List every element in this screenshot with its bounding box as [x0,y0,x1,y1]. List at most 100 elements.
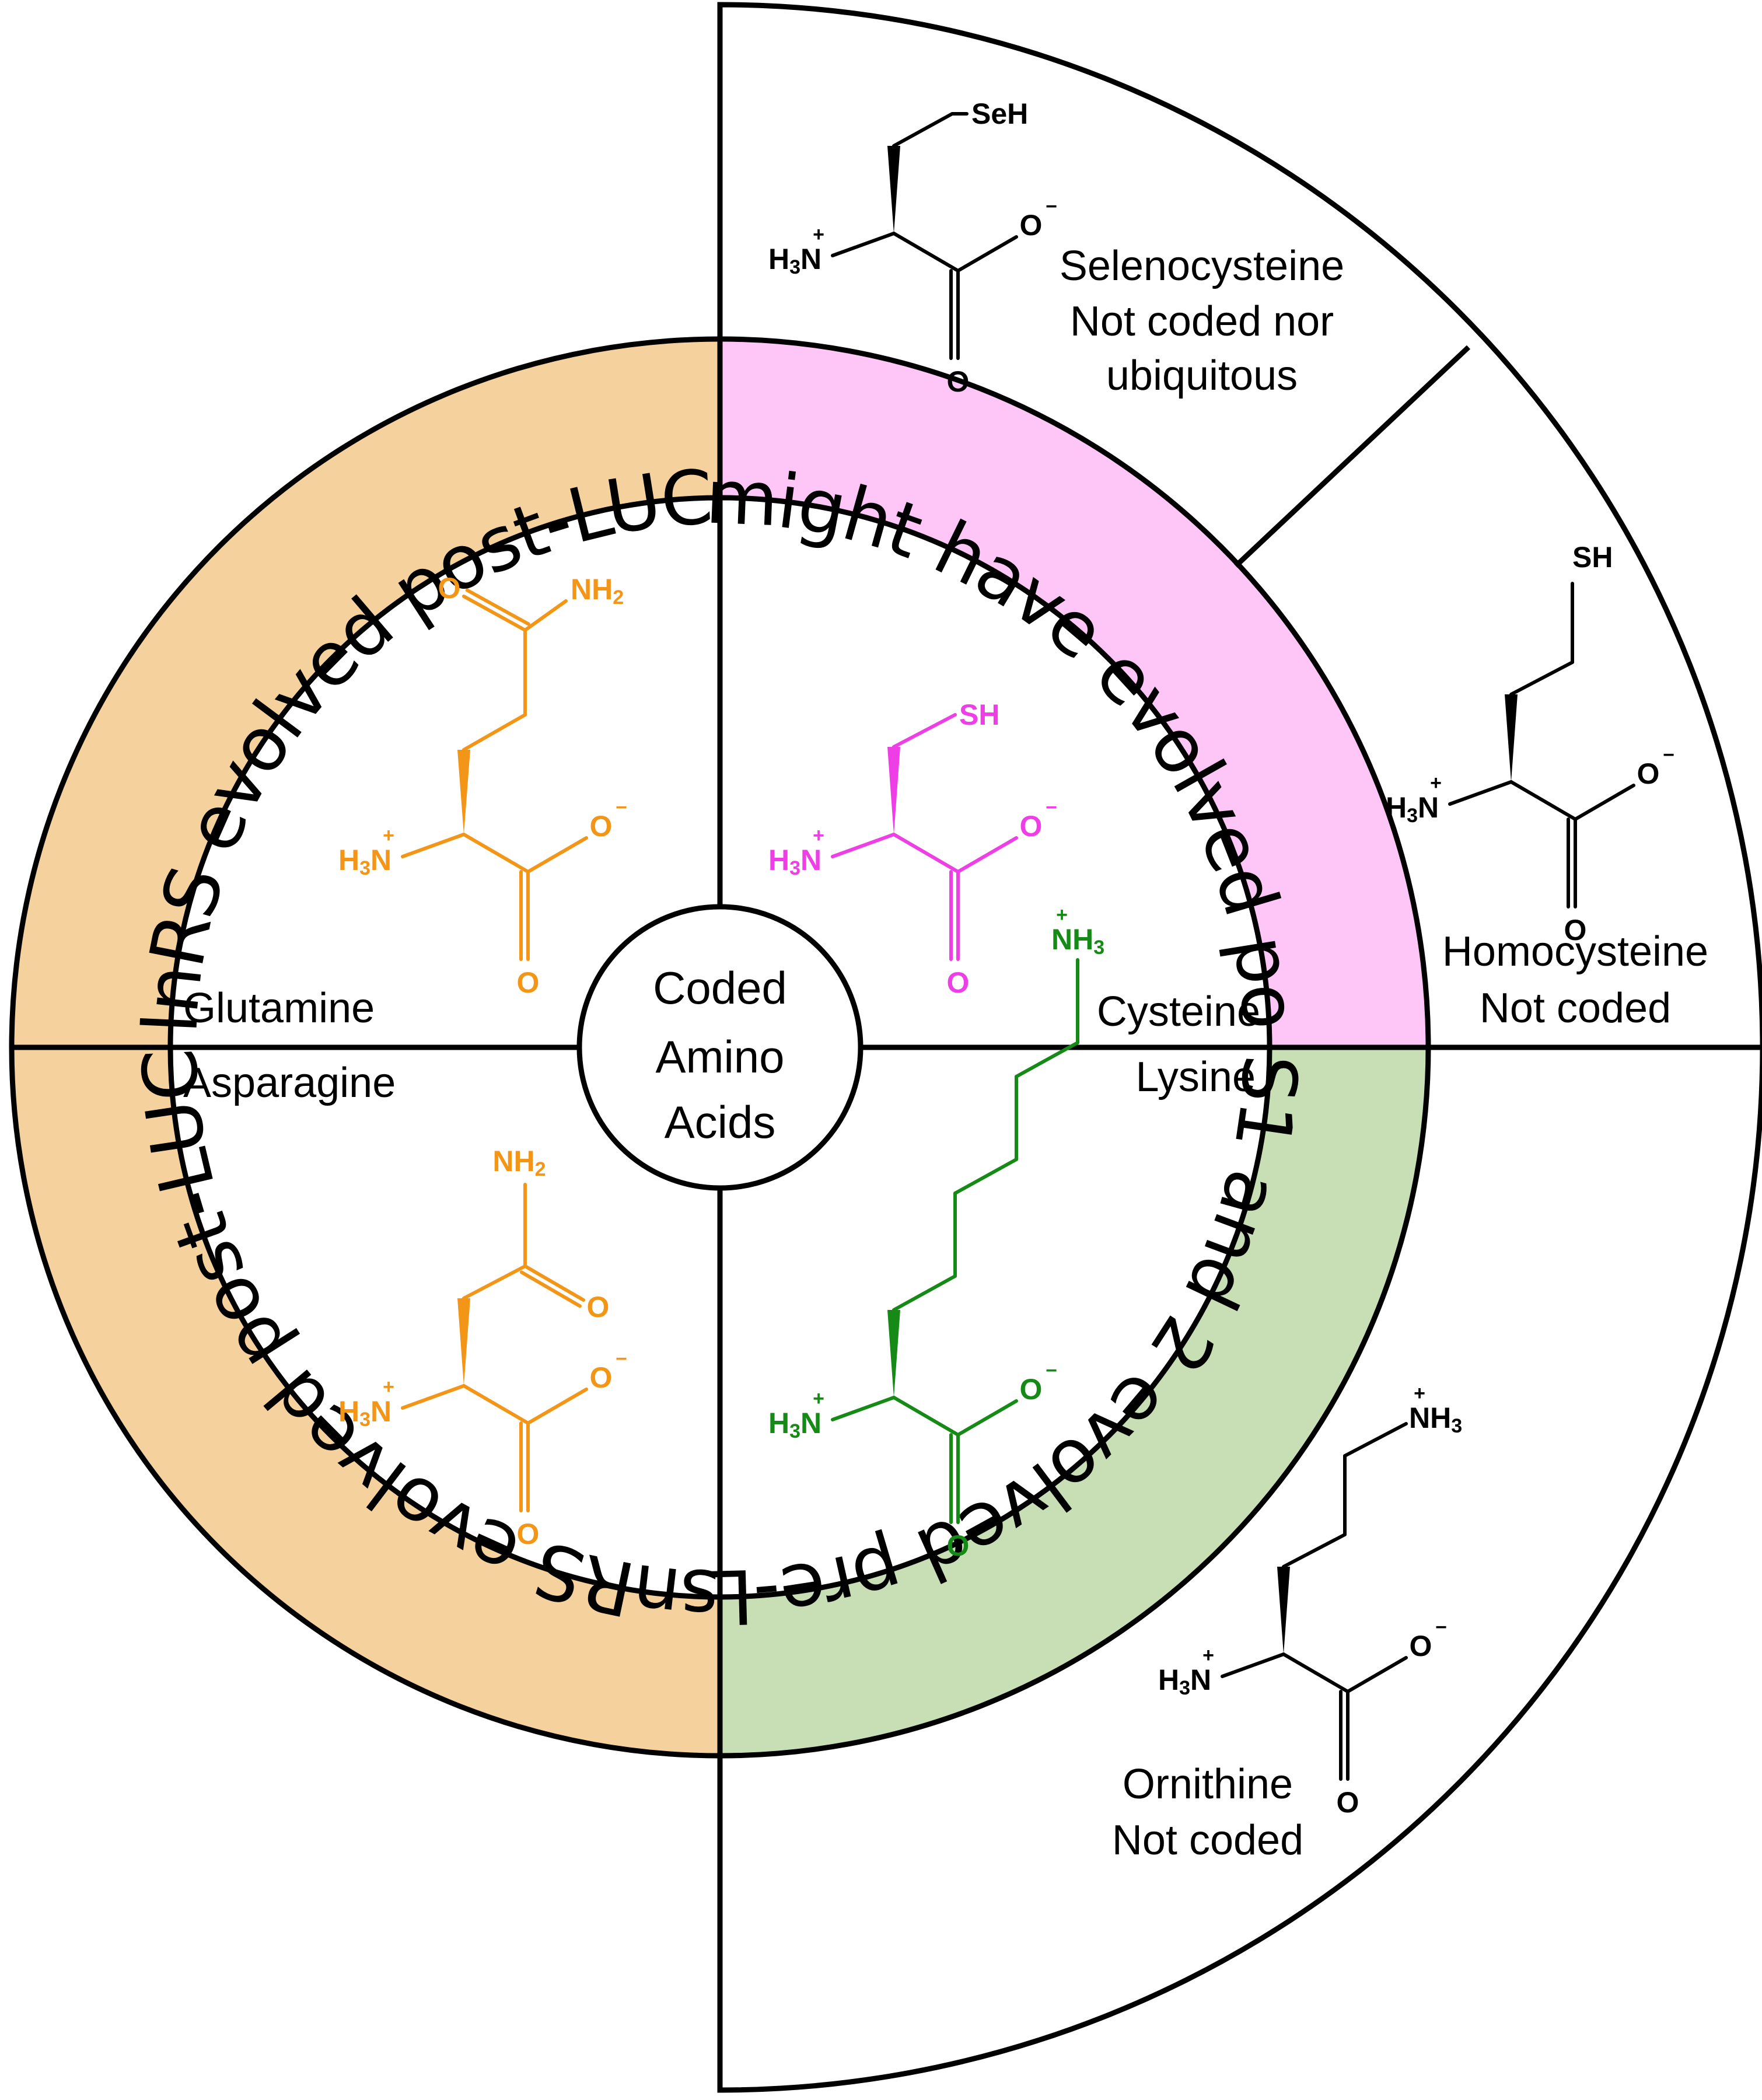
wedge-bond [887,1310,900,1397]
oxygen-label: O [517,1518,540,1550]
label-homocysteine-note: Not coded [1480,985,1671,1032]
oxygen-label: O [587,1291,610,1323]
oxygen-label: O [1020,810,1043,843]
ammonium-label: NH3 [1051,923,1104,959]
amide-bond [523,599,568,632]
ammonium-label: H3N [338,1395,391,1431]
oxygen-label: O [590,810,613,843]
side-chain-bond [1509,661,1574,696]
label-asparagine: Asparagine [183,1060,396,1106]
label-ornithine: Ornithine [1123,1761,1293,1808]
outer-divider-diagonal [1233,345,1471,568]
ca-c-bond [1509,780,1577,821]
charge-minus: − [616,796,627,819]
charge-plus: + [383,824,394,847]
label-cysteine: Cysteine [1097,988,1260,1035]
oxygen-label: O [1020,209,1043,242]
label-selenocysteine-note2: ubiquitous [1106,352,1298,399]
oxygen-label: O [1637,757,1660,790]
oxygen-label: O [438,572,461,605]
ammonium-label: NH3 [1409,1402,1462,1437]
ring-sector-asnrs [12,1047,720,1756]
ca-c-bond [892,833,960,873]
charge-plus: + [1056,904,1068,926]
center-circle [576,904,863,1191]
n-ca-bond [401,833,466,858]
ammonium-label: H3N [1158,1664,1211,1699]
center-label-line3: Acids [665,1096,776,1148]
ammonium-label: H3N [768,1407,821,1442]
outer-sector-outline [717,2,1762,2093]
oxygen-label: O [947,1529,970,1562]
ca-c-bond [892,1396,960,1437]
side-chain-bond [1282,1533,1347,1568]
homocysteine-structure: H3N+O−OSH [1386,541,1674,946]
ring-sector-glnrs [12,339,720,1047]
label-glutamine: Glutamine [183,985,375,1032]
ammonium-label: H3N [768,844,821,879]
double-bond [523,1264,585,1302]
double-bond [519,1270,582,1308]
cysteine-structure: H3N+O−OSH [768,698,1057,999]
ca-c-bond [462,833,530,873]
c-o-bond [526,1388,588,1425]
charge-plus: + [813,1388,824,1410]
ammonium-label: H3N [338,844,391,879]
n-ca-bond [831,232,896,257]
oxygen-label: O [1020,1373,1043,1406]
ca-c-bond [462,1384,530,1425]
oxygen-label: O [1337,1786,1359,1819]
oxygen-label: O [947,966,970,999]
center-label-line1: Coded [653,962,787,1014]
wedge-bond [457,750,470,834]
n-ca-bond [1221,1652,1285,1678]
ring-sector-cysrs [720,339,1428,1047]
label-ornithine-note: Not coded [1112,1817,1303,1864]
double-bond [462,595,527,632]
label-selenocysteine-note1: Not coded nor [1070,298,1334,345]
label-homocysteine: Homocysteine [1442,928,1708,975]
charge-plus: + [813,223,824,246]
c-o-bond [956,235,1018,272]
label-lysine: Lysine [1136,1054,1256,1100]
charge-minus: − [1046,796,1057,819]
wedge-bond [887,747,900,834]
wedge-bond [887,146,900,233]
c-o-bond [956,836,1018,873]
ca-c-bond [1282,1652,1350,1693]
side-chain-bond [462,713,527,752]
n-ca-bond [831,833,896,858]
side-chain-bond [892,713,957,749]
side-chain-bond [1015,1041,1079,1078]
label-selenocysteine: Selenocysteine [1060,243,1344,289]
charge-plus: + [383,1376,394,1398]
charge-plus: + [1430,772,1442,794]
double-bond [465,588,530,626]
charge-minus: − [1046,1360,1057,1382]
side-chain-bond [953,1158,1018,1195]
oxygen-label: O [590,1361,613,1394]
wedge-bond [1277,1567,1290,1654]
charge-plus: + [1414,1382,1425,1404]
charge-plus: + [813,824,824,847]
ring-sector-lysrs [720,1047,1428,1756]
thiol-label: SH [959,698,999,731]
c-o-bond [1574,784,1635,821]
ammonium-label: H3N [768,243,821,278]
selenol-label: SeH [971,97,1028,130]
wedge-bond [1505,694,1518,782]
c-o-bond [956,1399,1018,1437]
charge-minus: − [616,1348,627,1370]
charge-minus: − [1663,744,1674,766]
n-ca-bond [831,1396,896,1421]
oxygen-label: O [1410,1630,1432,1662]
n-ca-bond [401,1384,466,1410]
n-ca-bond [1448,780,1513,806]
thiol-label: SH [1572,541,1613,574]
oxygen-label: O [1564,914,1587,946]
ammonium-label: H3N [1386,791,1439,827]
